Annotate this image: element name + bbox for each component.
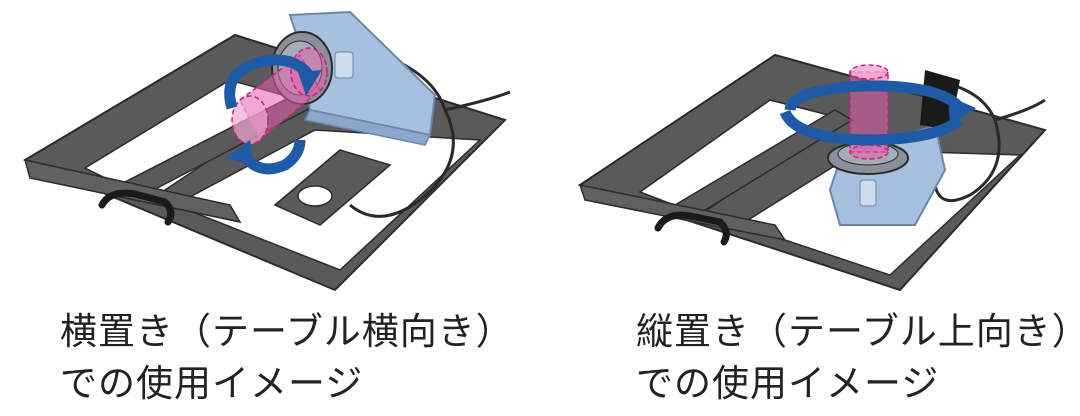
motor-housing <box>288 10 437 146</box>
caption-horizontal-line2: での使用イメージ <box>60 362 364 405</box>
vertical-setup-illustration <box>577 53 1047 292</box>
caption-vertical: 縦置き（テーブル上向き） での使用イメージ <box>636 306 1080 410</box>
cable <box>924 78 1001 203</box>
caption-vertical-line1: 縦置き（テーブル上向き） <box>636 310 1080 353</box>
rotation-arrow-icon <box>779 80 976 146</box>
caption-horizontal: 横置き（テーブル横向き） での使用イメージ <box>60 306 514 410</box>
base-frame <box>22 33 507 292</box>
panel-vertical: 縦置き（テーブル上向き） での使用イメージ <box>540 0 1080 416</box>
carry-handle <box>654 211 730 246</box>
panel-horizontal: 横置き（テーブル横向き） での使用イメージ <box>22 10 514 410</box>
caption-horizontal-line1: 横置き（テーブル横向き） <box>60 310 514 353</box>
caption-vertical-line2: での使用イメージ <box>636 362 940 405</box>
horizontal-setup-illustration <box>22 10 511 292</box>
rotation-arrow-icon <box>224 54 322 175</box>
carry-handle <box>98 189 175 226</box>
